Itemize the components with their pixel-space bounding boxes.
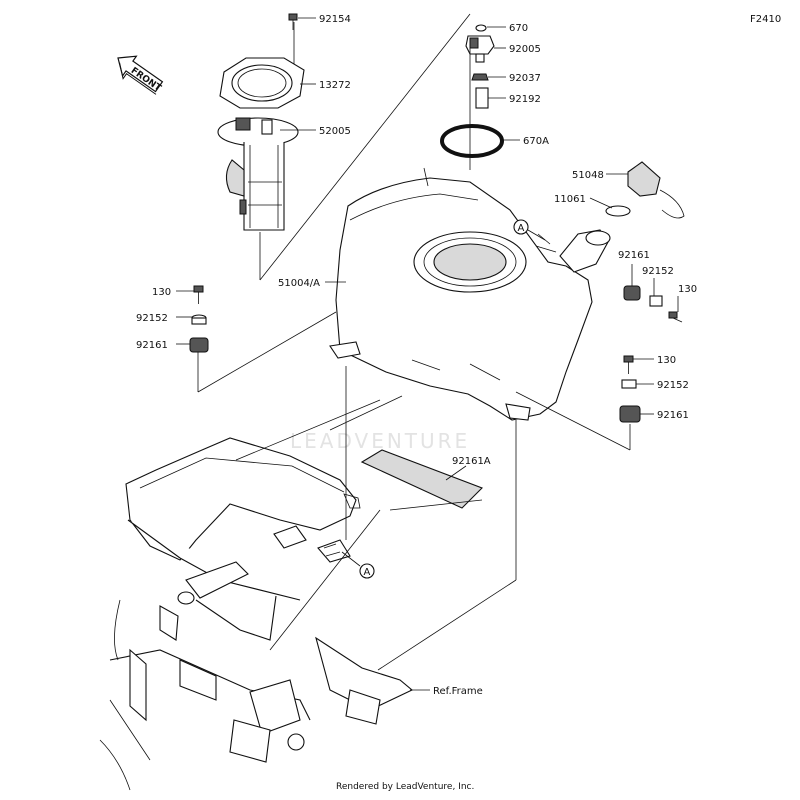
label-ref-frame: Ref.Frame [433,686,483,697]
label-92161-upper: 92161 [618,250,650,261]
label-92192: 92192 [509,94,541,105]
label-92005: 92005 [509,44,541,55]
label-670: 670 [509,23,528,34]
collar-92152-lower-icon [621,379,637,389]
callout-a-frame-label: A [364,567,371,578]
bolt-92154-icon [288,13,298,30]
label-92161-lower: 92161 [657,410,689,421]
callout-a-label: A [518,223,525,234]
label-130-lower: 130 [657,355,676,366]
footer-credit: Rendered by LeadVenture, Inc. [336,782,474,792]
label-13272: 13272 [319,80,351,91]
callout-a-frame: A [341,551,375,579]
label-670a: 670A [523,136,549,147]
fuel-pump-52005 [217,117,299,231]
part-labels: 92154 13272 52005 670 92005 92037 92192 … [136,14,697,697]
diagram-code: F2410 [750,14,781,25]
tube-92192 [475,87,489,109]
bolt-130-left-icon [193,285,204,304]
front-arrow-icon: FRONT [117,55,163,95]
collar-92152-left-icon [191,314,207,325]
grommet-92161-upper-icon [623,285,641,301]
label-92037: 92037 [509,73,541,84]
bolt-130-upper-icon [668,311,683,323]
watermark-text: LEADVENTURE [290,429,470,453]
label-92161a: 92161A [452,456,491,467]
label-51048: 51048 [572,170,604,181]
collar-92152-upper-icon [649,295,663,307]
o-ring-670-icon [475,24,487,32]
label-130-upper: 130 [678,284,697,295]
fuel-tank-51004a [329,167,611,421]
grommet-92161-left-icon [189,337,209,353]
bolt-130-lower-icon [623,355,634,374]
fuel-valve-92005 [465,35,495,63]
label-11061: 11061 [554,194,586,205]
gasket-11061-icon [605,205,631,217]
label-92161-left: 92161 [136,340,168,351]
fuel-cap-51048 [627,161,685,219]
gasket-670a [440,124,504,158]
label-92152-lower: 92152 [657,380,689,391]
label-52005: 52005 [319,126,351,137]
vehicle-frame [99,437,414,791]
label-92152-upper: 92152 [642,266,674,277]
clip-92037-icon [471,73,489,81]
label-92154: 92154 [319,14,351,25]
leader-lines [176,13,679,691]
pad-92161a [360,449,483,509]
label-51004a: 51004/A [278,278,320,289]
callout-a-tank: A [513,219,546,241]
fuel-pump-plate-13272 [219,57,305,109]
grommet-92161-lower-icon [619,405,641,423]
label-92152-left: 92152 [136,313,168,324]
label-130-left: 130 [152,287,171,298]
